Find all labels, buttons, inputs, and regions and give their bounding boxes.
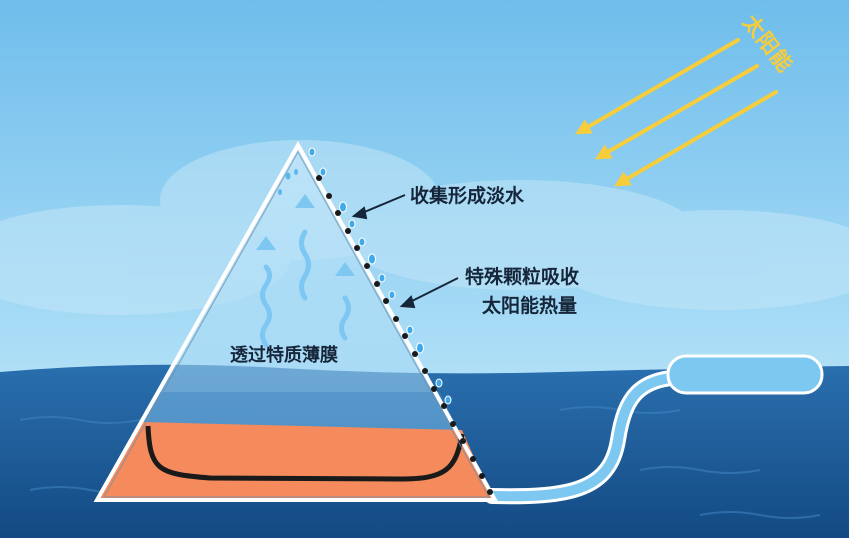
water-hose-inner — [487, 372, 685, 502]
pyramid-outline-dark — [102, 150, 491, 498]
particles-label-line1: 特殊颗粒吸收 — [465, 266, 580, 288]
membrane-label: 透过特质薄膜 — [230, 345, 338, 366]
vapor-arrowheads — [256, 194, 355, 276]
sunray-arrow-icon — [574, 38, 778, 187]
black-particle-icon — [316, 175, 493, 495]
float-buoy — [666, 354, 824, 395]
collect-freshwater-label: 收集形成淡水 — [410, 185, 525, 207]
absorber-basin — [145, 425, 465, 482]
pyramid-inner — [100, 145, 492, 498]
vapor-arrow-icon — [260, 229, 351, 348]
inner-droplets — [278, 169, 298, 195]
particles-label-line2: 太阳能热量 — [482, 295, 578, 317]
label-pointer-lines — [351, 194, 459, 309]
pyramid-outline — [93, 140, 499, 502]
water-droplet-icon — [308, 147, 452, 405]
